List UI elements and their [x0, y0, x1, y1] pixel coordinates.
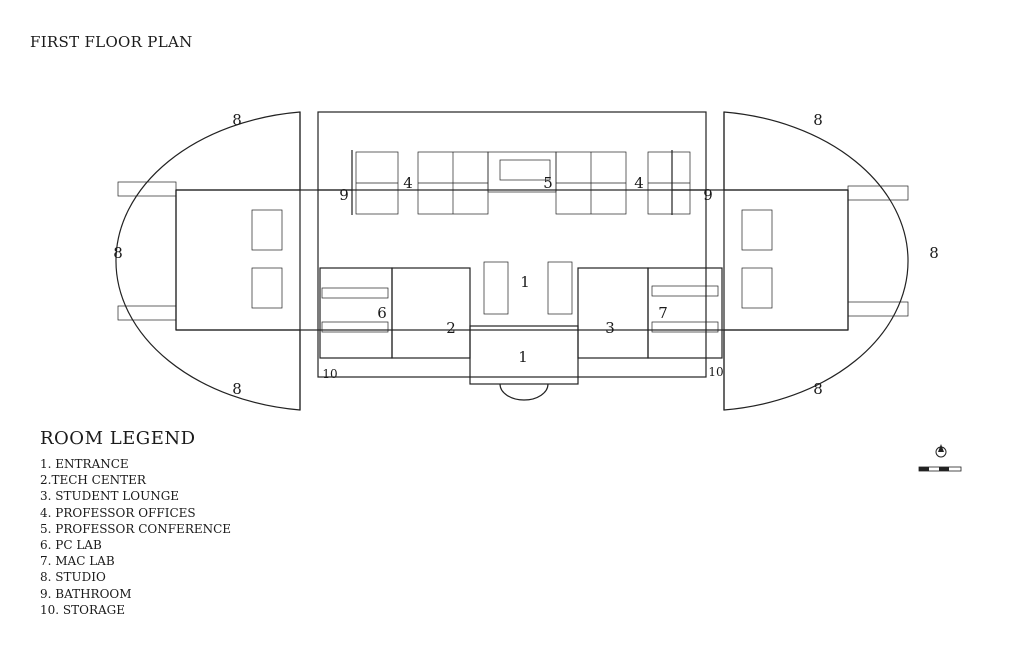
stairs: [251, 209, 773, 315]
legend-item: 6. PC LAB: [40, 538, 102, 553]
central-block: [175, 111, 849, 401]
legend-item: 10. STORAGE: [40, 602, 126, 617]
room-label-professor-offices: 4: [634, 174, 644, 192]
right-studio-walls: [671, 112, 849, 410]
room-label-studio: 8: [813, 380, 823, 398]
room-label-bathroom: 9: [339, 186, 349, 204]
professor-offices-walls: [355, 151, 691, 215]
room-label-studio: 8: [813, 111, 823, 129]
legend-item: 4. PROFESSOR OFFICES: [40, 505, 196, 520]
scale-bar-icon: [918, 466, 962, 472]
room-label-mac-lab: 7: [658, 304, 668, 322]
left-studio-walls: [175, 112, 353, 410]
legend-title: ROOM LEGEND: [40, 428, 196, 449]
room-label-storage: 10: [708, 365, 723, 379]
legend-item: 2.TECH CENTER: [40, 473, 146, 488]
compass-icon: [935, 444, 947, 458]
room-label-pc-lab: 6: [377, 304, 387, 322]
room-label-student-lounge: 3: [605, 319, 615, 337]
room-label-storage: 10: [322, 367, 337, 381]
legend-item: 3. STUDENT LOUNGE: [40, 489, 180, 504]
room-label-professor-conference: 5: [543, 174, 553, 192]
room-label-tech-center: 2: [446, 319, 456, 337]
room-legend: 1. ENTRANCE 2.TECH CENTER 3. STUDENT LOU…: [40, 456, 231, 618]
right-wing-outline: [723, 111, 909, 411]
workstations: [117, 159, 909, 333]
page-title: FIRST FLOOR PLAN: [30, 33, 193, 51]
room-labels: 8 8 8 8 8 8 9 9 4 4 5 1 1 2 3 6 7 10 10: [113, 111, 939, 398]
room-label-studio: 8: [232, 380, 242, 398]
room-label-bathroom: 9: [703, 186, 713, 204]
left-wing-outline: [115, 111, 301, 411]
legend-item: 5. PROFESSOR CONFERENCE: [40, 521, 232, 536]
room-label-entrance: 1: [518, 348, 528, 366]
lower-rooms-walls: [319, 267, 723, 359]
legend-item: 7. MAC LAB: [40, 554, 115, 569]
room-label-professor-offices: 4: [403, 174, 413, 192]
room-label-studio: 8: [929, 244, 939, 262]
room-label-studio: 8: [113, 244, 123, 262]
legend-item: 1. ENTRANCE: [40, 457, 129, 471]
legend-item: 8. STUDIO: [40, 570, 106, 585]
legend-item: 9. BATHROOM: [40, 586, 132, 601]
room-label-entrance: 1: [520, 273, 530, 291]
room-label-studio: 8: [232, 111, 242, 129]
